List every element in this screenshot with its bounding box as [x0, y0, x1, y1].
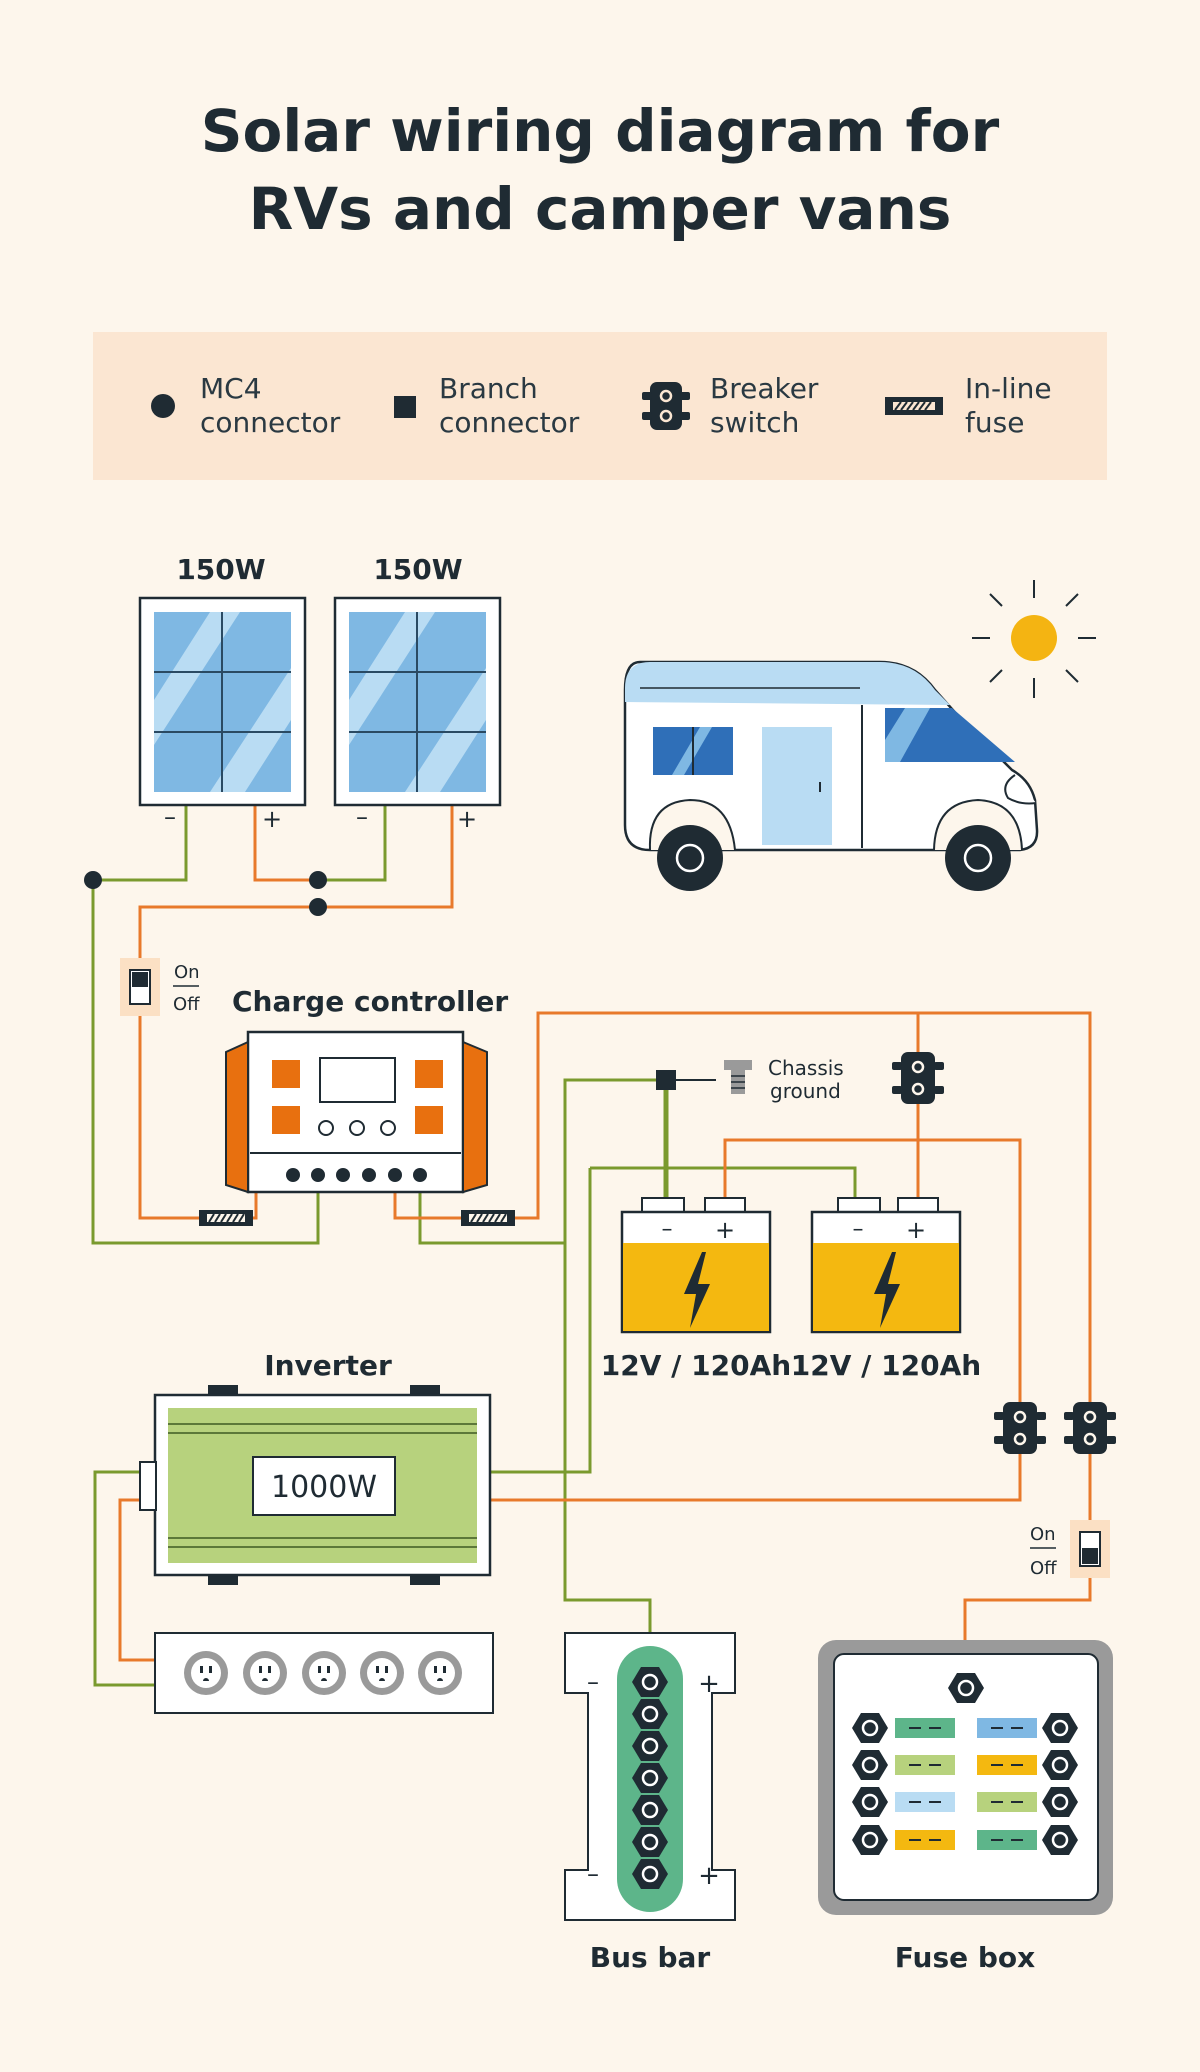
- panel-1-neg: –: [164, 803, 176, 831]
- inline-fuse-solar: [198, 1209, 254, 1227]
- mc4-connector-neg-main: [84, 871, 102, 889]
- title-line-2: RVs and camper vans: [248, 175, 952, 243]
- mc4-connector-branch-2: [309, 898, 327, 916]
- branch-connector-icon: [394, 396, 416, 418]
- legend-fuse: In-line fuse: [883, 372, 1052, 440]
- mc4-connector-branch-1: [309, 871, 327, 889]
- legend-mc4-line2: connector: [200, 406, 341, 439]
- charge-controller: [225, 1030, 488, 1194]
- legend-breaker: Breaker switch: [638, 372, 818, 440]
- outlet-5: [418, 1651, 462, 1695]
- solar-panel-2: 150W – +: [333, 553, 502, 833]
- legend-mc4: MC4 connector: [148, 372, 340, 440]
- legend-fuse-line1: In-line: [965, 372, 1052, 405]
- outlet-strip: [154, 1632, 494, 1714]
- switch-right-on: On: [1030, 1524, 1056, 1545]
- mc4-connector-icon: [151, 394, 175, 418]
- panel-2-label: 150W: [373, 553, 462, 586]
- outlet-4: [360, 1651, 404, 1695]
- outlet-2: [243, 1651, 287, 1695]
- title-line-1: Solar wiring diagram for: [200, 97, 1000, 165]
- on-off-switch-fuse-box[interactable]: On Off: [1030, 1520, 1110, 1579]
- chassis-ground-line1: Chassis: [768, 1056, 844, 1080]
- legend-branch-line2: connector: [439, 406, 580, 439]
- legend-branch-label: Branch connector: [439, 372, 579, 440]
- switch-top-off: Off: [173, 994, 200, 1015]
- battery-1-label: 12V / 120Ah: [601, 1349, 791, 1382]
- battery-1: – + 12V / 120Ah: [601, 1197, 791, 1382]
- breaker-switch-inverter[interactable]: [992, 1400, 1048, 1456]
- legend-branch-line1: Branch: [439, 372, 538, 405]
- bus-bar: – + – +: [564, 1632, 736, 1921]
- battery-2: – + 12V / 120Ah: [791, 1197, 981, 1382]
- sun-icon: [972, 580, 1096, 698]
- inverter: 1000W: [139, 1385, 492, 1585]
- battery-2-label: 12V / 120Ah: [791, 1349, 981, 1382]
- camper-van-illustration: [623, 660, 1039, 891]
- solar-panel-1: 150W – +: [138, 553, 307, 833]
- chassis-ground-line2: ground: [770, 1079, 841, 1103]
- bus-bar-pos-top: +: [698, 1669, 720, 1699]
- on-off-switch-solar[interactable]: On Off: [120, 958, 200, 1016]
- switch-right-off: Off: [1030, 1558, 1057, 1579]
- panel-1-label: 150W: [176, 553, 265, 586]
- battery-2-neg: –: [853, 1217, 864, 1242]
- bus-bar-pos-bottom: +: [698, 1861, 720, 1891]
- battery-1-pos: +: [715, 1216, 735, 1244]
- switch-top-on: On: [174, 962, 200, 983]
- breaker-switch-icon: [642, 382, 690, 430]
- bus-bar-neg-top: –: [587, 1668, 599, 1696]
- legend: MC4 connector Branch connector Breaker s…: [93, 332, 1107, 480]
- legend-mc4-label: MC4 connector: [200, 372, 340, 440]
- legend-breaker-line2: switch: [710, 406, 800, 439]
- legend-fuse-line2: fuse: [965, 406, 1025, 439]
- branch-connector: [656, 1070, 676, 1090]
- panel-1-pos: +: [262, 805, 282, 833]
- negative-wires: [91, 805, 857, 1687]
- positive-wires: [118, 805, 1092, 1662]
- inline-fuse-battery: [460, 1209, 516, 1227]
- legend-breaker-label: Breaker switch: [710, 372, 818, 440]
- outlet-3: [302, 1651, 346, 1695]
- inverter-label: Inverter: [264, 1349, 392, 1382]
- panel-2-neg: –: [356, 803, 368, 831]
- inline-fuse-icon: [885, 397, 943, 415]
- fuse-box: [818, 1640, 1113, 1915]
- battery-1-neg: –: [662, 1217, 673, 1242]
- breaker-switch-battery[interactable]: [890, 1050, 946, 1106]
- legend-fuse-label: In-line fuse: [965, 372, 1052, 440]
- legend-branch: Branch connector: [391, 372, 579, 440]
- outlet-1: [184, 1651, 228, 1695]
- fuse-box-label: Fuse box: [895, 1941, 1035, 1974]
- panel-2-pos: +: [457, 805, 477, 833]
- charge-controller-label: Charge controller: [232, 985, 508, 1018]
- diagram-title: Solar wiring diagram for RVs and camper …: [0, 92, 1200, 248]
- inverter-rating: 1000W: [271, 1470, 377, 1505]
- bus-bar-neg-bottom: –: [587, 1860, 599, 1888]
- legend-breaker-line1: Breaker: [710, 372, 819, 405]
- bus-bar-label: Bus bar: [590, 1941, 711, 1974]
- legend-mc4-line1: MC4: [200, 372, 262, 405]
- battery-2-pos: +: [906, 1216, 926, 1244]
- breaker-switch-fuse-box[interactable]: [1062, 1400, 1118, 1456]
- chassis-ground-icon: [724, 1060, 752, 1094]
